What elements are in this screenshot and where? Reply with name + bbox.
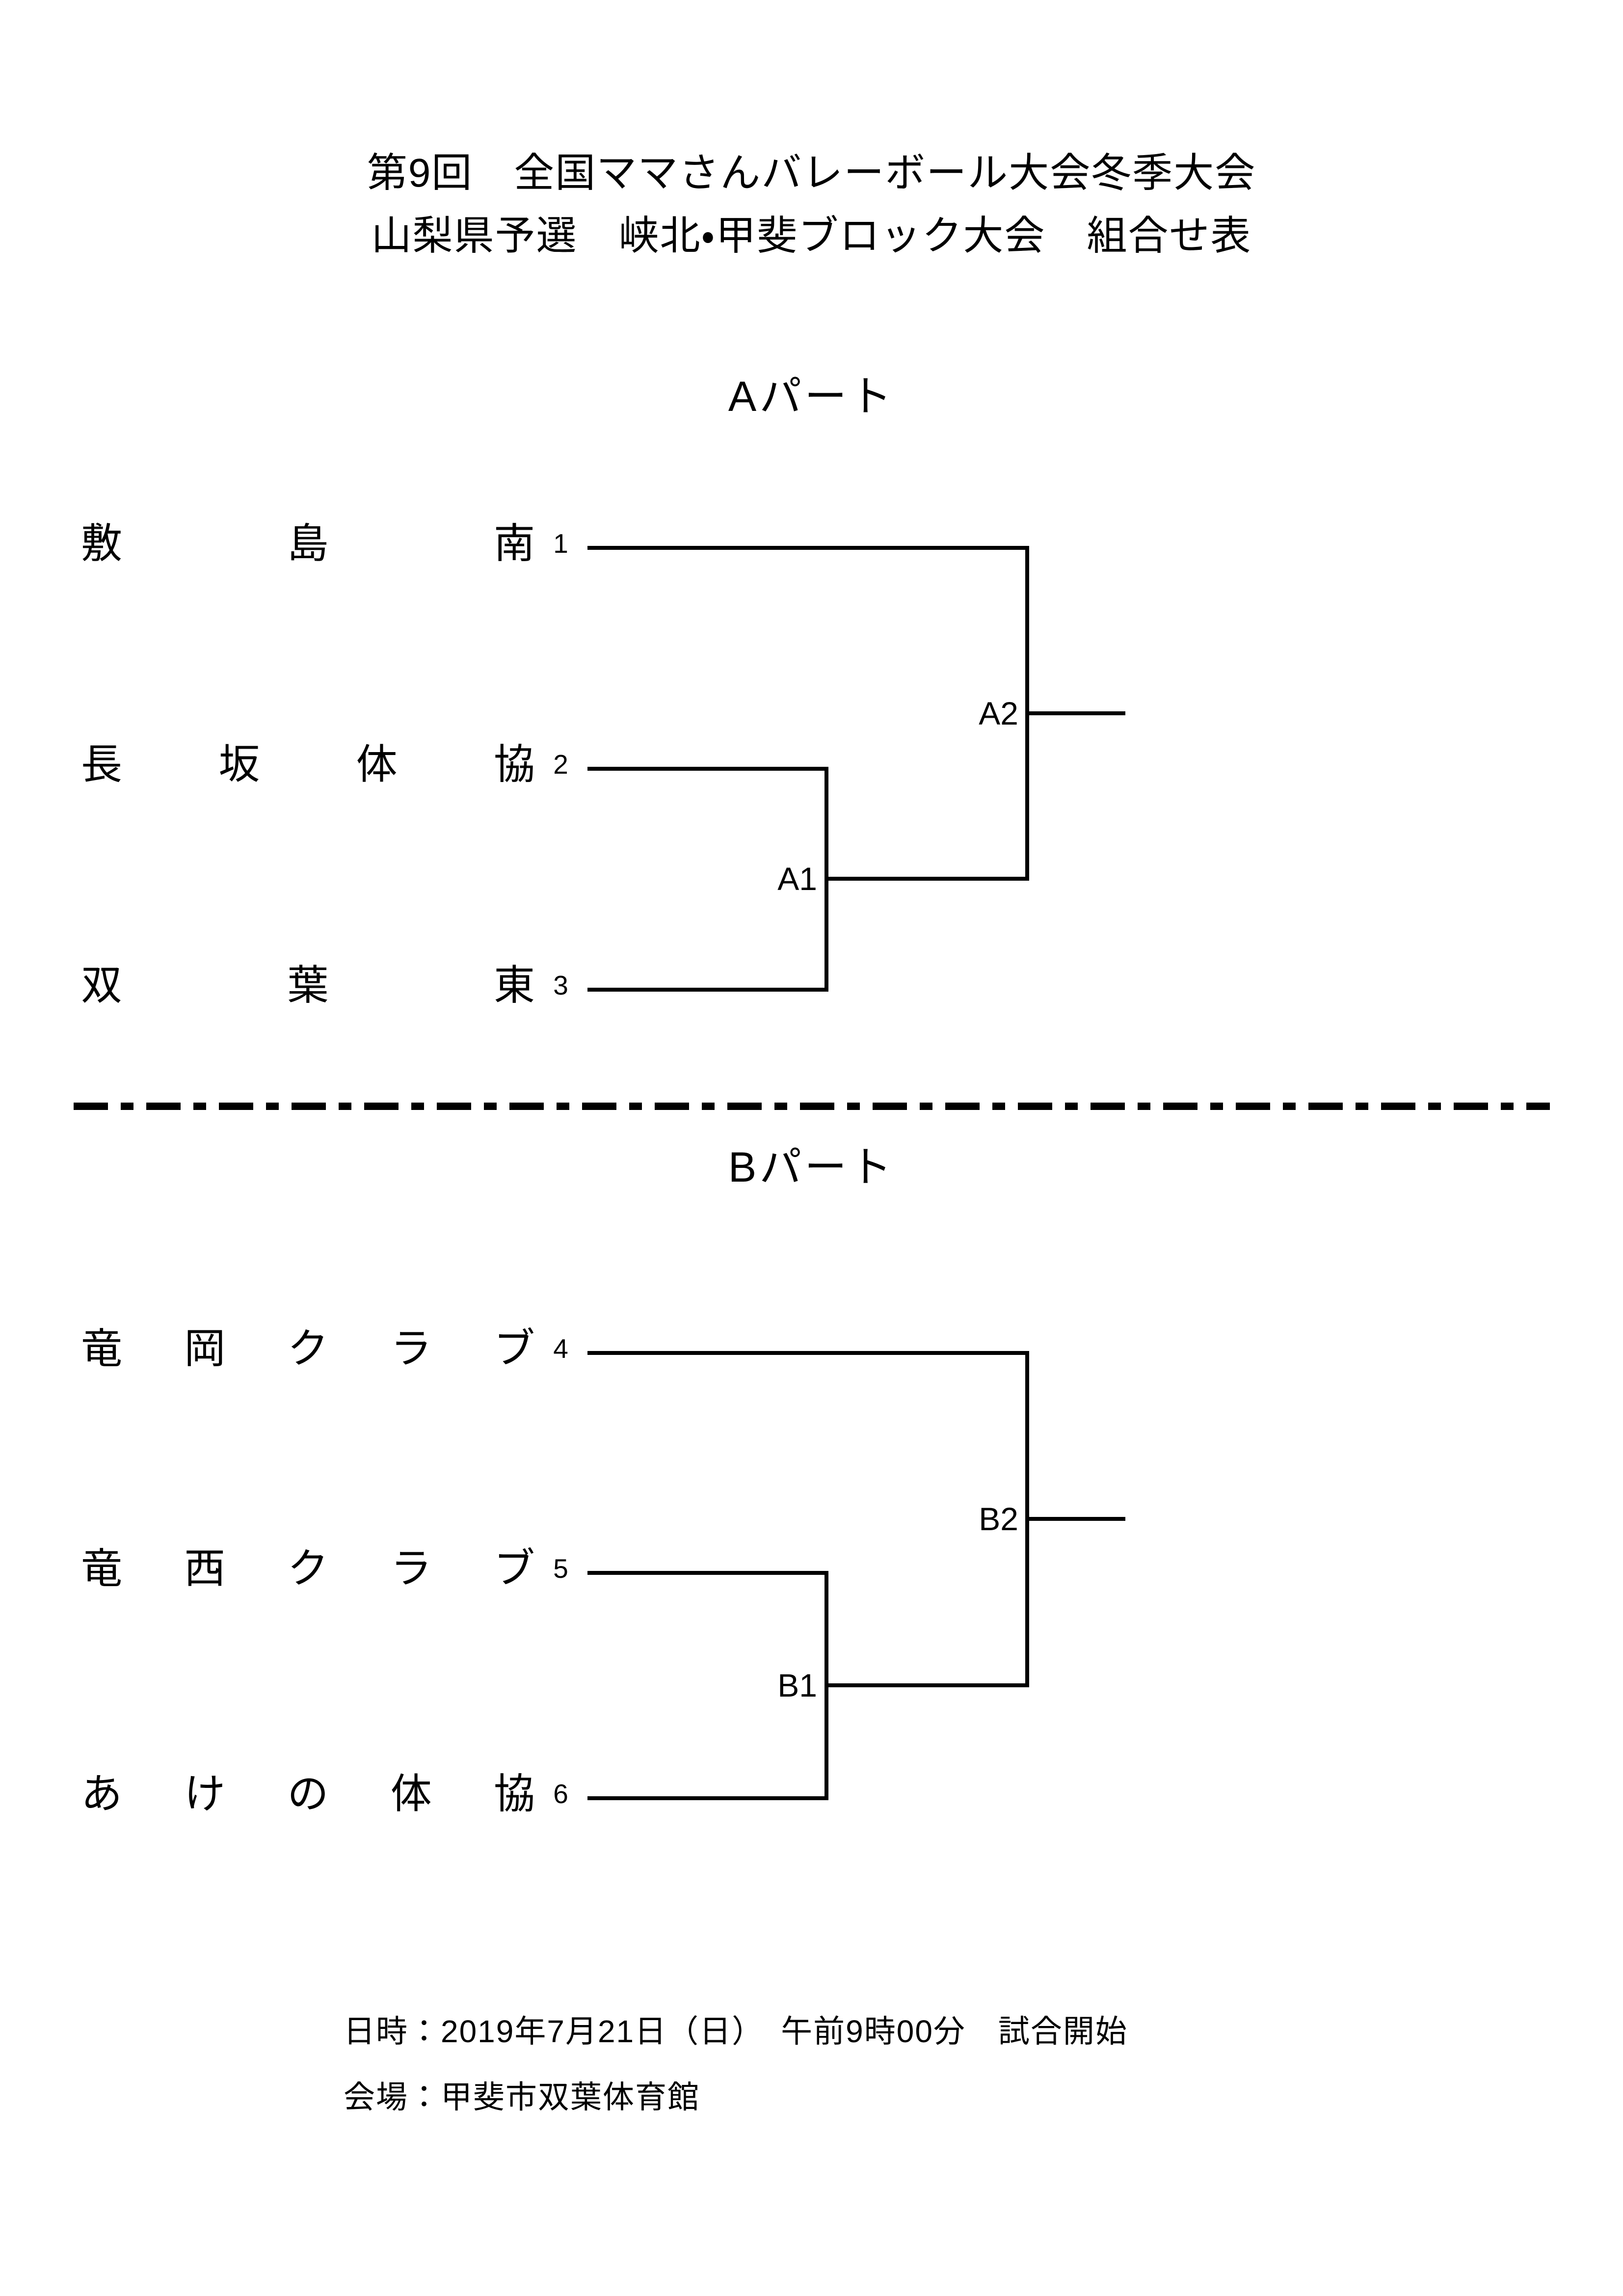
team-name-char: ブ bbox=[493, 1545, 535, 1592]
bracket-line-team4 bbox=[587, 1351, 1029, 1355]
team-name-char: 南 bbox=[493, 520, 535, 567]
match-label-a1: A1 bbox=[777, 861, 817, 897]
section-divider-dashed-line bbox=[74, 1103, 1550, 1110]
team-name-futaba-higashi: 双葉東 bbox=[81, 958, 535, 1012]
team-name-tatsuoka-club: 竜岡クラブ bbox=[81, 1322, 535, 1376]
team-name-char: 双 bbox=[81, 962, 123, 1008]
team-name-char: 島 bbox=[287, 520, 329, 567]
team-name-char: 葉 bbox=[287, 962, 329, 1008]
team-seed-3: 3 bbox=[553, 970, 568, 1000]
team-name-char: ク bbox=[287, 1325, 329, 1372]
team-name-char: 協 bbox=[493, 1771, 535, 1817]
bracket-line-team3 bbox=[587, 988, 828, 992]
team-row-6: あ け の 体 協 6 bbox=[81, 1764, 586, 1823]
event-datetime-text: 日時：2019年7月21日（日） 午前9時00分 試合開始 bbox=[344, 2014, 1128, 2049]
team-name-char: 岡 bbox=[184, 1325, 226, 1372]
bracket-line-b1-winner bbox=[825, 1683, 1029, 1687]
team-seed-2: 2 bbox=[553, 749, 568, 780]
team-seed-6: 6 bbox=[553, 1779, 568, 1809]
bracket-line-team1 bbox=[587, 546, 1029, 550]
team-row-1: 敷 島 南 1 bbox=[81, 514, 586, 573]
team-name-char: あ bbox=[81, 1771, 123, 1817]
part-a-heading: Aパート bbox=[728, 373, 895, 420]
team-name-akeno-taikyo: あけの体協 bbox=[81, 1767, 535, 1821]
team-name-char: 竜 bbox=[81, 1545, 123, 1592]
team-name-char: 敷 bbox=[81, 520, 123, 567]
page-subtitle: 山梨県予選 峡北・甲斐ブロック大会 組合せ表 bbox=[371, 214, 1252, 258]
team-row-5: 竜 西 ク ラ ブ 5 bbox=[81, 1539, 586, 1598]
team-name-char: ラ bbox=[390, 1325, 432, 1372]
match-label-b2: B2 bbox=[979, 1501, 1018, 1537]
page-title: 第9回 全国ママさんバレーボール大会冬季大会 bbox=[367, 151, 1256, 195]
bracket-line-team2 bbox=[587, 767, 828, 771]
bracket-line-team6 bbox=[587, 1796, 828, 1800]
team-name-char: 坂 bbox=[218, 741, 260, 787]
team-name-char: 体 bbox=[390, 1771, 432, 1817]
team-seed-1: 1 bbox=[553, 528, 568, 559]
team-name-char: 協 bbox=[493, 741, 535, 787]
bracket-line-a1-winner bbox=[825, 877, 1029, 881]
team-name-shikishima-minami: 敷島南 bbox=[81, 516, 535, 570]
team-name-char: ク bbox=[287, 1545, 329, 1592]
team-name-nagasaka-taikyo: 長坂体協 bbox=[81, 737, 535, 791]
match-label-b1: B1 bbox=[777, 1667, 817, 1703]
team-name-char: 西 bbox=[184, 1545, 226, 1592]
team-name-char: け bbox=[184, 1771, 226, 1817]
team-seed-4: 4 bbox=[553, 1333, 568, 1364]
event-venue-text: 会場：甲斐市双葉体育館 bbox=[344, 2080, 700, 2115]
team-name-char: の bbox=[287, 1771, 329, 1817]
team-name-char: 東 bbox=[493, 962, 535, 1008]
team-seed-5: 5 bbox=[553, 1553, 568, 1584]
team-row-4: 竜 岡 ク ラ ブ 4 bbox=[81, 1319, 586, 1378]
team-name-ryusei-club: 竜西クラブ bbox=[81, 1541, 535, 1595]
team-row-3: 双 葉 東 3 bbox=[81, 956, 586, 1015]
part-b-heading: Bパート bbox=[728, 1144, 895, 1191]
bracket-line-a2-winner bbox=[1025, 711, 1125, 715]
team-name-char: 体 bbox=[356, 741, 398, 787]
team-name-char: ラ bbox=[390, 1545, 432, 1592]
bracket-line-b2-winner bbox=[1025, 1517, 1125, 1521]
match-label-a2: A2 bbox=[979, 695, 1018, 731]
bracket-line-team5 bbox=[587, 1571, 828, 1575]
team-name-char: ブ bbox=[493, 1325, 535, 1372]
team-name-char: 竜 bbox=[81, 1325, 123, 1372]
team-name-char: 長 bbox=[81, 741, 123, 787]
team-row-2: 長 坂 体 協 2 bbox=[81, 735, 586, 794]
